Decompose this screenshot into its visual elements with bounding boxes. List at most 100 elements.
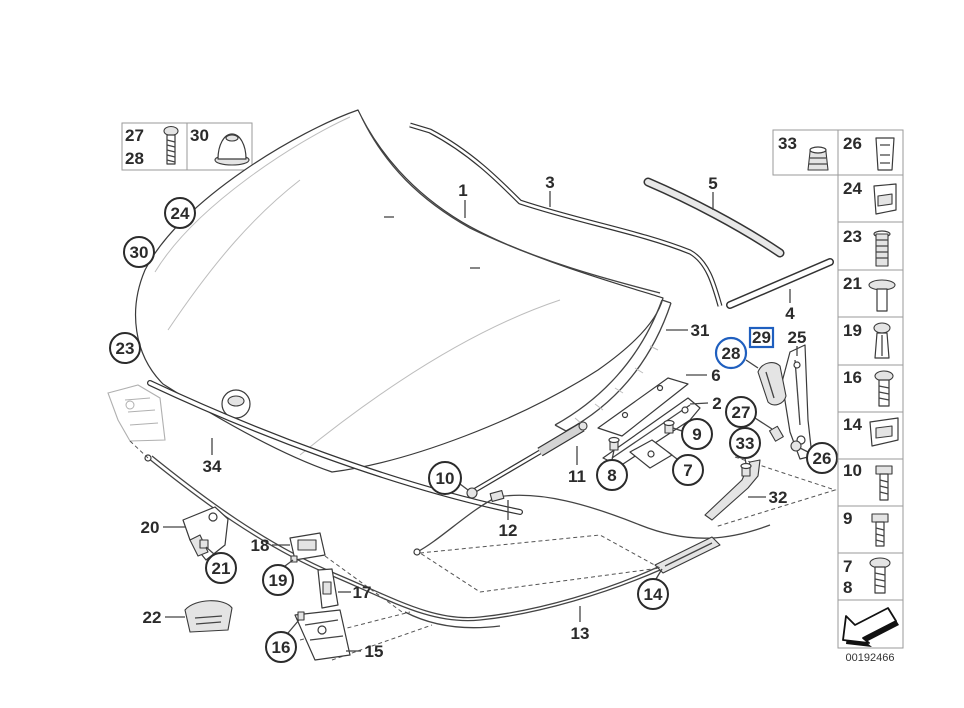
svg-text:5: 5 [708, 174, 717, 193]
part-16-screw [297, 611, 305, 621]
box-label-buffer: 30 [190, 126, 209, 145]
part-28-component [757, 362, 787, 406]
svg-text:3: 3 [545, 173, 554, 192]
callout-circle-23: 23 [109, 332, 141, 364]
svg-text:17: 17 [353, 583, 372, 602]
direction-arrow-icon [842, 607, 899, 647]
svg-text:23: 23 [116, 339, 135, 358]
callout-12: 12 [499, 500, 518, 540]
callout-5: 5 [708, 174, 718, 210]
svg-text:13: 13 [571, 624, 590, 643]
svg-text:4: 4 [785, 304, 795, 323]
callout-31: 31 [666, 321, 709, 340]
svg-text:25: 25 [788, 328, 807, 347]
svg-text:34: 34 [203, 457, 222, 476]
svg-text:24: 24 [171, 204, 190, 223]
hood-rubber-stop [221, 389, 251, 419]
callout-circle-7: 7 [667, 451, 704, 486]
svg-text:26: 26 [813, 449, 832, 468]
hood-reflection-b [299, 299, 561, 456]
callout-15: 15 [346, 642, 383, 661]
callout-13: 13 [571, 606, 590, 643]
part-31-side-seal [554, 299, 672, 432]
part-14-release-handle [654, 536, 721, 574]
svg-text:1: 1 [458, 181, 467, 200]
callout-circle-16: 16 [265, 619, 300, 663]
callout-11: 11 [568, 446, 586, 486]
legend-label-row-9a: 7 [843, 557, 852, 576]
part-17-bracket [317, 568, 339, 609]
svg-text:20: 20 [141, 518, 160, 537]
legend-label-row-6: 14 [843, 415, 862, 434]
part-21-clip [199, 539, 209, 549]
flange-screw-icon [874, 370, 894, 407]
svg-text:33: 33 [736, 434, 755, 453]
callout-circle-26: 26 [799, 442, 838, 474]
svg-text:29: 29 [752, 328, 771, 347]
part-32-bracket [704, 459, 761, 521]
svg-text:10: 10 [436, 469, 455, 488]
callout-22: 22 [143, 608, 185, 627]
callout-18: 18 [251, 536, 290, 555]
hood [135, 109, 664, 473]
callout-6: 6 [686, 366, 721, 385]
hex-bolt-icon [875, 465, 893, 501]
part-8-bolt [608, 436, 620, 451]
svg-text:15: 15 [365, 642, 384, 661]
legend-label-row-4: 19 [843, 321, 862, 340]
part-4-strip [726, 258, 834, 309]
callout-circle-8: 8 [596, 449, 628, 491]
svg-text:6: 6 [711, 366, 720, 385]
svg-text:7: 7 [683, 461, 692, 480]
part-25-hinge-arm [781, 344, 813, 460]
part-33-bolt [740, 462, 752, 477]
svg-text:19: 19 [269, 571, 288, 590]
callout-circle-19: 19 [262, 559, 294, 596]
hood-inner-line [154, 116, 351, 273]
part-20-latch [182, 506, 229, 561]
spring-clip-icon [873, 183, 897, 215]
part-3-seal-strip [409, 122, 723, 307]
part-26-nut [790, 440, 802, 452]
parts-box-topleft: 27 28 30 [121, 122, 253, 171]
hood-front-crease [361, 117, 661, 294]
callout-34: 34 [203, 438, 222, 476]
nut-clip-icon [875, 137, 895, 171]
legend-label-row-8: 9 [843, 509, 852, 528]
rubber-buffer-icon [214, 133, 250, 166]
callout-4: 4 [785, 289, 795, 323]
callout-circle-33: 33 [729, 427, 761, 465]
callout-20: 20 [141, 518, 185, 537]
box-label-screw-b: 28 [125, 149, 144, 168]
lock-bracket-left [107, 384, 166, 442]
svg-text:12: 12 [499, 521, 518, 540]
callout-1: 1 [458, 181, 468, 218]
legend-label-row-9b: 8 [843, 578, 852, 597]
legend-label-row-3: 21 [843, 274, 862, 293]
part-15-lock [294, 609, 351, 661]
legend-label-top-b: 26 [843, 134, 862, 153]
part-6-bracket [597, 377, 689, 437]
svg-text:30: 30 [130, 243, 149, 262]
svg-text:28: 28 [722, 344, 741, 363]
parts-box-right: 33 26 24 23 21 19 [772, 129, 904, 649]
legend-label-top-a: 33 [778, 134, 797, 153]
expansion-rivet-icon [873, 322, 891, 359]
callout-circle-30: 30 [123, 236, 155, 268]
box-label-screw-a: 27 [125, 126, 144, 145]
buffer-bumper-icon [807, 146, 829, 171]
parts-box-right-row-dividers [838, 221, 903, 601]
hood-reflection-a [167, 179, 301, 331]
callout-highlight-box-29: 29 [748, 326, 775, 349]
svg-text:21: 21 [212, 559, 231, 578]
legend-label-row-5: 16 [843, 368, 862, 387]
part-18-clip [289, 532, 326, 561]
part-9-bolt [663, 419, 675, 434]
part-19-rivet [290, 555, 298, 563]
part-27-pin [768, 425, 784, 442]
callout-circle-10: 10 [428, 461, 469, 495]
callout-circle-9: 9 [672, 418, 713, 450]
svg-text:16: 16 [272, 638, 291, 657]
